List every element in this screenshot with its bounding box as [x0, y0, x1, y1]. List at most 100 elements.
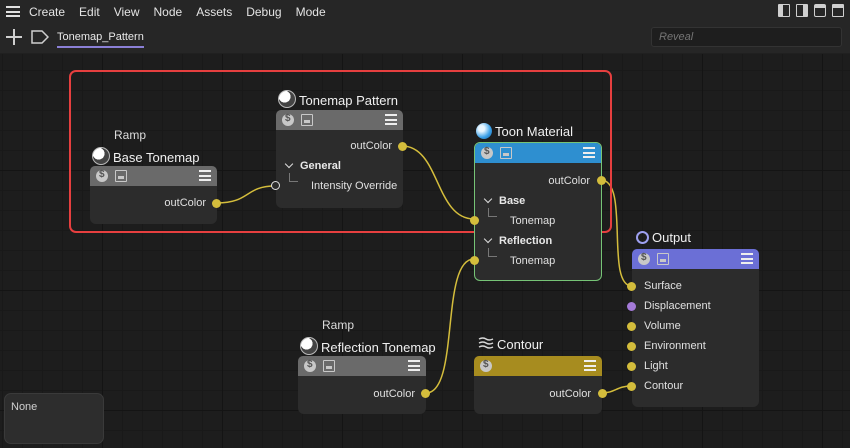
node-header — [276, 110, 403, 130]
node-tonemap-pattern[interactable]: outColor General Intensity Override — [271, 110, 407, 208]
node-title-text: Contour — [497, 337, 544, 352]
tree-line — [289, 173, 298, 182]
input-port[interactable] — [627, 362, 636, 371]
node-menu-icon[interactable] — [385, 114, 397, 125]
input-port-label: Intensity Override — [311, 180, 398, 192]
node-reflection-tonemap[interactable]: outColor — [298, 356, 430, 414]
output-port[interactable] — [597, 176, 606, 185]
tree-line — [488, 208, 497, 217]
wire-pattern-to-toon-base — [401, 145, 475, 220]
tag-icon[interactable] — [31, 30, 49, 44]
image-icon[interactable] — [323, 360, 335, 372]
output-port-label: outColor — [549, 388, 591, 400]
wire-base-to-pattern — [216, 185, 276, 204]
coin-icon[interactable] — [304, 359, 316, 372]
main-menu-icon[interactable] — [6, 6, 20, 17]
panel-left-icon[interactable] — [778, 4, 790, 17]
shader-icon — [278, 90, 296, 108]
output-port[interactable] — [212, 199, 221, 208]
node-title-text: Reflection Tonemap — [321, 340, 436, 355]
input-port[interactable] — [627, 382, 636, 391]
coin-icon[interactable] — [282, 113, 294, 126]
input-port[interactable] — [627, 322, 636, 331]
node-menu-icon[interactable] — [583, 147, 595, 158]
output-port[interactable] — [421, 389, 430, 398]
node-header — [632, 249, 759, 269]
menu-view[interactable]: View — [113, 4, 140, 19]
chevron-down-icon — [483, 194, 493, 204]
output-port[interactable] — [398, 142, 407, 151]
node-title[interactable]: Toon Material — [476, 123, 573, 139]
node-title-text: Toon Material — [495, 124, 574, 139]
node-menu-icon[interactable] — [584, 360, 596, 371]
image-icon[interactable] — [115, 170, 127, 182]
coin-icon[interactable] — [480, 359, 492, 372]
output-port-label: outColor — [373, 388, 415, 400]
menu-mode[interactable]: Mode — [295, 4, 326, 19]
input-port[interactable] — [627, 302, 636, 311]
group-label: General — [300, 160, 341, 172]
toolbar: Tonemap_Pattern — [0, 23, 850, 54]
add-icon[interactable] — [6, 29, 22, 45]
group-label: Reflection — [499, 235, 553, 247]
input-port[interactable] — [627, 282, 636, 291]
menu-debug[interactable]: Debug — [246, 4, 282, 19]
group-general[interactable]: General — [284, 159, 341, 172]
node-title[interactable]: Reflection Tonemap — [300, 337, 436, 355]
menu-create[interactable]: Create — [29, 4, 66, 19]
input-port-label: Volume — [644, 320, 681, 332]
input-port[interactable] — [271, 181, 280, 190]
node-menu-icon[interactable] — [408, 360, 420, 371]
input-port-label: Tonemap — [510, 215, 556, 227]
node-header — [474, 356, 602, 376]
menu-edit[interactable]: Edit — [79, 4, 100, 19]
coin-icon[interactable] — [96, 169, 108, 182]
menu-bar: Create Edit View Node Assets Debug Mode — [0, 0, 850, 23]
input-port-label: Displacement — [644, 300, 711, 312]
image-icon[interactable] — [301, 114, 313, 126]
input-port-label: Environment — [644, 340, 706, 352]
node-title-text: Base Tonemap — [113, 150, 200, 165]
node-contour[interactable]: outColor — [474, 356, 607, 414]
chevron-down-icon — [284, 159, 294, 169]
panel-right-icon[interactable] — [796, 4, 808, 17]
chevron-down-icon — [483, 234, 493, 244]
node-title[interactable]: Contour — [478, 337, 543, 352]
wire-toon-to-surface — [600, 179, 633, 287]
wire-reflection-to-toon — [425, 258, 475, 394]
output-port-label: outColor — [164, 197, 206, 209]
output-port[interactable] — [598, 389, 607, 398]
image-icon[interactable] — [657, 253, 669, 265]
node-menu-icon[interactable] — [741, 253, 753, 264]
output-port-label: outColor — [548, 175, 590, 187]
selection-box — [69, 70, 612, 233]
node-output[interactable]: Surface Displacement Volume Environment … — [627, 249, 759, 407]
coin-icon[interactable] — [638, 252, 650, 265]
node-base-tonemap[interactable]: outColor — [90, 166, 221, 224]
tab-tonemap-pattern[interactable]: Tonemap_Pattern — [57, 31, 144, 48]
input-port[interactable] — [470, 256, 479, 265]
node-title[interactable]: Tonemap Pattern — [278, 90, 398, 108]
menu-assets[interactable]: Assets — [196, 4, 233, 19]
window-icon[interactable] — [832, 4, 844, 17]
group-base[interactable]: Base — [483, 194, 526, 207]
lock-icon[interactable] — [814, 4, 826, 17]
coin-icon[interactable] — [481, 146, 493, 159]
input-port[interactable] — [470, 216, 479, 225]
node-title[interactable]: Output — [636, 230, 691, 245]
node-title-text: Output — [652, 230, 692, 245]
search-input[interactable] — [651, 27, 842, 47]
image-icon[interactable] — [500, 147, 512, 159]
node-header — [475, 143, 601, 163]
node-toon-material[interactable]: outColor Base Tonemap Reflection Tonemap — [470, 142, 606, 281]
node-subtitle: Ramp — [114, 128, 147, 142]
menu-node[interactable]: Node — [153, 4, 183, 19]
group-reflection[interactable]: Reflection — [483, 234, 553, 247]
input-port[interactable] — [627, 342, 636, 351]
contour-icon — [478, 337, 494, 349]
node-menu-icon[interactable] — [199, 170, 211, 181]
node-header — [90, 166, 217, 186]
group-label: Base — [499, 195, 526, 207]
node-title[interactable]: Base Tonemap — [92, 147, 200, 165]
